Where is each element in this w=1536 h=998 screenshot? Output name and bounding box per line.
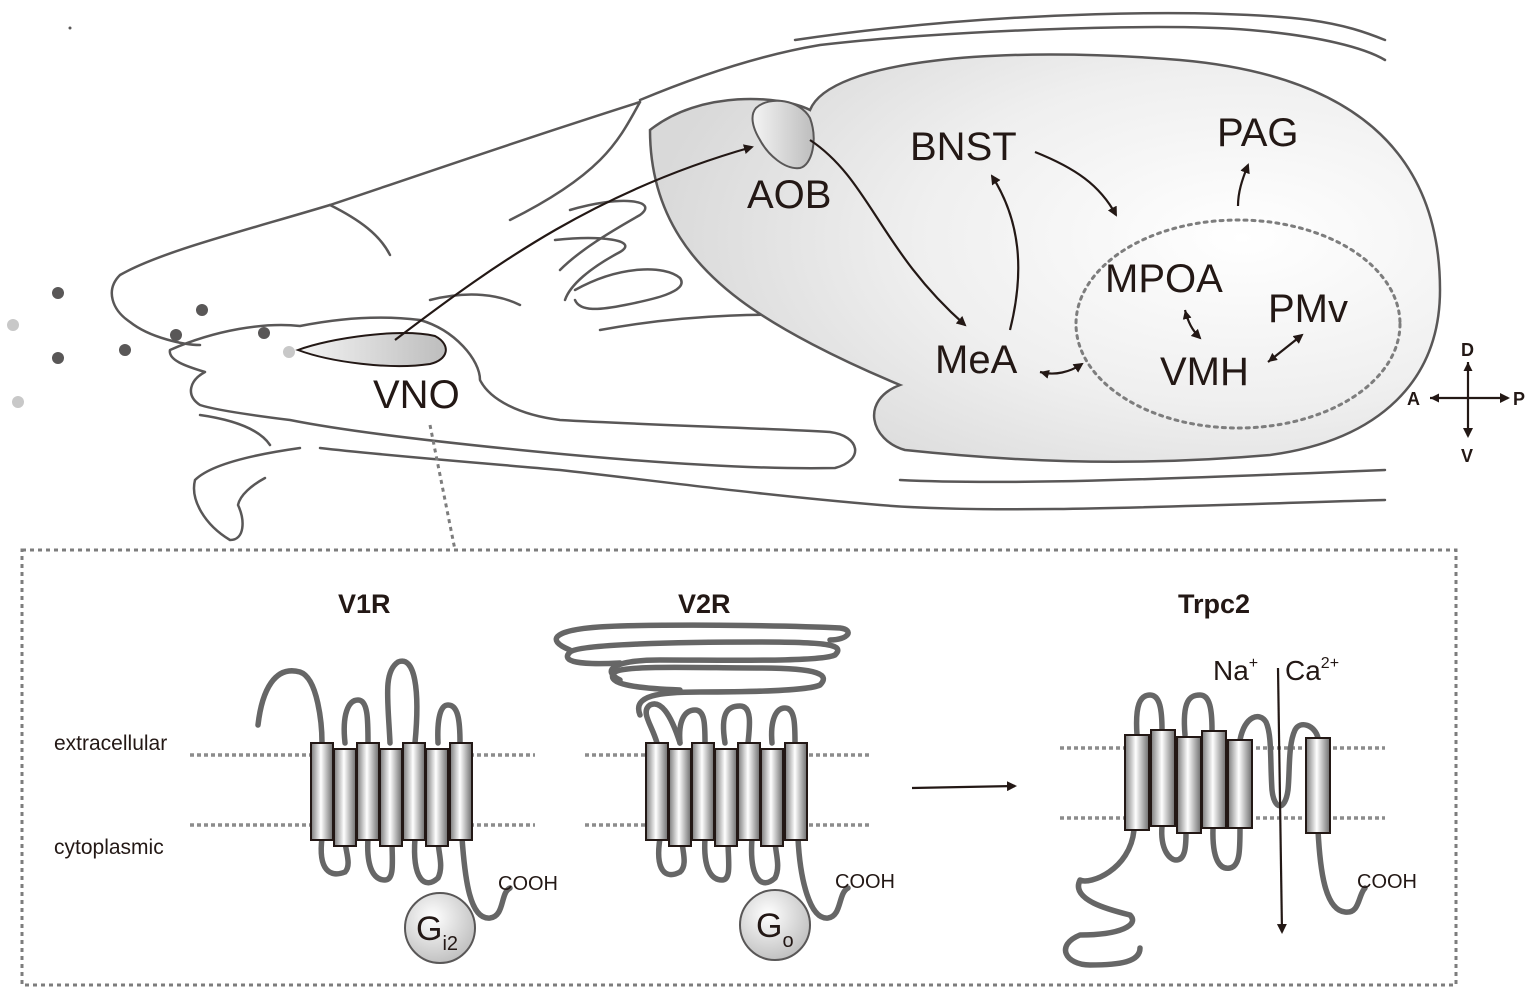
- v1r-g-base: G: [416, 910, 442, 948]
- trpc2-ion2-sup: 2+: [1321, 655, 1339, 672]
- trpc2-title: Trpc2: [1178, 589, 1250, 619]
- region-labels: VNO AOB BNST PAG MPOA PMv MeA VMH: [373, 111, 1348, 417]
- label-extracellular: extracellular: [54, 732, 167, 755]
- label-aob: AOB: [747, 173, 831, 217]
- arrow-bnst-mpoa: [1034, 150, 1117, 217]
- v2r-receptor: V2R Go COOH: [553, 589, 895, 961]
- trpc2-ion1: Na: [1213, 655, 1249, 686]
- label-pag: PAG: [1217, 111, 1299, 155]
- orientation-compass: D V A P: [1407, 340, 1525, 466]
- svg-text:Go: Go: [756, 907, 794, 952]
- v1r-receptor: V1R Gi2 COOH: [255, 589, 558, 964]
- v2r-g-base: G: [756, 907, 782, 945]
- v2r-g-protein: [739, 889, 811, 961]
- label-bnst: BNST: [910, 125, 1017, 169]
- svg-text:Ca2+: Ca2+: [1285, 655, 1339, 686]
- label-mea: MeA: [935, 338, 1018, 382]
- compass-p: P: [1513, 389, 1525, 409]
- trpc2-ion2: Ca: [1285, 655, 1321, 686]
- arrow-mea-bnst: [990, 174, 1020, 331]
- aob-organ: [751, 99, 815, 170]
- odorant-dots: [7, 26, 295, 408]
- label-cytoplasmic: cytoplasmic: [54, 836, 164, 859]
- label-pmv: PMv: [1268, 287, 1348, 331]
- svg-text:Na+: Na+: [1213, 655, 1258, 686]
- arrow-vno-aob: [394, 144, 754, 341]
- pathway-arrows: [394, 139, 1304, 379]
- label-mpoa: MPOA: [1105, 257, 1223, 301]
- hypothalamus-region: [1074, 218, 1402, 430]
- v1r-g-sub: i2: [442, 933, 458, 955]
- trpc2-ion1-sup: +: [1249, 655, 1258, 672]
- v2r-cooh: COOH: [835, 871, 895, 893]
- vno-organ: [295, 332, 447, 368]
- compass-d: D: [1461, 340, 1474, 360]
- v1r-g-protein: [404, 892, 476, 964]
- v2r-title: V2R: [678, 589, 731, 619]
- trpc2-channel: Trpc2 Na+ Ca2+ COOH: [1062, 589, 1417, 968]
- v1r-title: V1R: [338, 589, 391, 619]
- arrow-to-trpc2: [911, 781, 1017, 792]
- arrow-to-pag: [1236, 163, 1250, 207]
- ion-flow-arrow: [1276, 667, 1287, 934]
- arrow-aob-mea: [809, 139, 967, 327]
- label-vmh: VMH: [1160, 350, 1249, 394]
- compass-v: V: [1461, 446, 1473, 466]
- receptor-inset-box: [20, 548, 1458, 987]
- arrow-mpoa-vmh: [1182, 309, 1202, 340]
- v2r-g-sub: o: [782, 930, 793, 952]
- inset-connector: [428, 424, 457, 551]
- trpc2-cooh: COOH: [1357, 871, 1417, 893]
- v1r-cooh: COOH: [498, 873, 558, 895]
- compass-a: A: [1407, 389, 1420, 409]
- arrow-mea-vmh: [1039, 362, 1084, 379]
- svg-text:Gi2: Gi2: [416, 910, 458, 955]
- label-vno: VNO: [373, 373, 460, 417]
- arrow-vmh-pmv: [1267, 333, 1304, 363]
- brain: [648, 53, 1442, 463]
